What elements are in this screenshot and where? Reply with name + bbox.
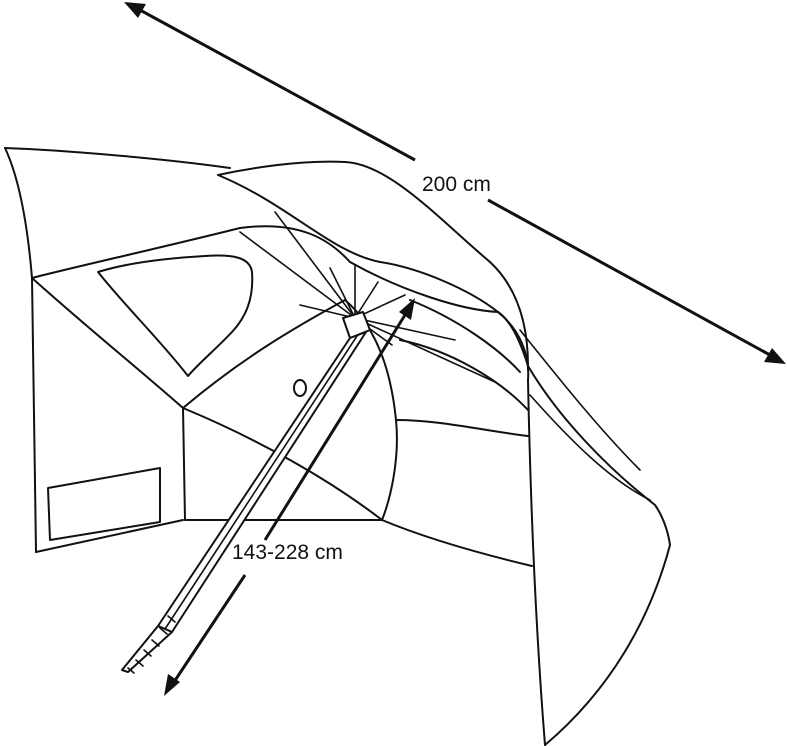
tilt-clip bbox=[293, 379, 307, 397]
front-panels bbox=[344, 299, 533, 567]
pole bbox=[121, 331, 367, 674]
spike-threads bbox=[127, 615, 176, 674]
width-arrowhead-left bbox=[124, 2, 146, 18]
left-side-wall bbox=[4, 147, 241, 553]
height-arrowhead-top bbox=[399, 298, 415, 320]
back-panel bbox=[31, 277, 383, 521]
width-dimension-line-left bbox=[139, 8, 416, 162]
height-dimension: 143-228 cm bbox=[164, 298, 415, 696]
right-side-flap bbox=[497, 311, 671, 746]
height-dimension-line-lower bbox=[170, 574, 247, 686]
width-dimension-line-right bbox=[487, 198, 771, 357]
height-label: 143-228 cm bbox=[232, 541, 343, 564]
ground-spike bbox=[121, 625, 173, 673]
canopy-hub bbox=[342, 311, 371, 339]
width-label: 200 cm bbox=[422, 173, 491, 196]
mesh-window bbox=[97, 254, 254, 377]
storage-pocket bbox=[47, 467, 161, 541]
width-dimension: 200 cm bbox=[124, 2, 786, 364]
height-dimension-line-upper bbox=[263, 314, 407, 541]
width-arrowhead-right bbox=[764, 348, 786, 364]
height-arrowhead-bottom bbox=[164, 674, 180, 696]
